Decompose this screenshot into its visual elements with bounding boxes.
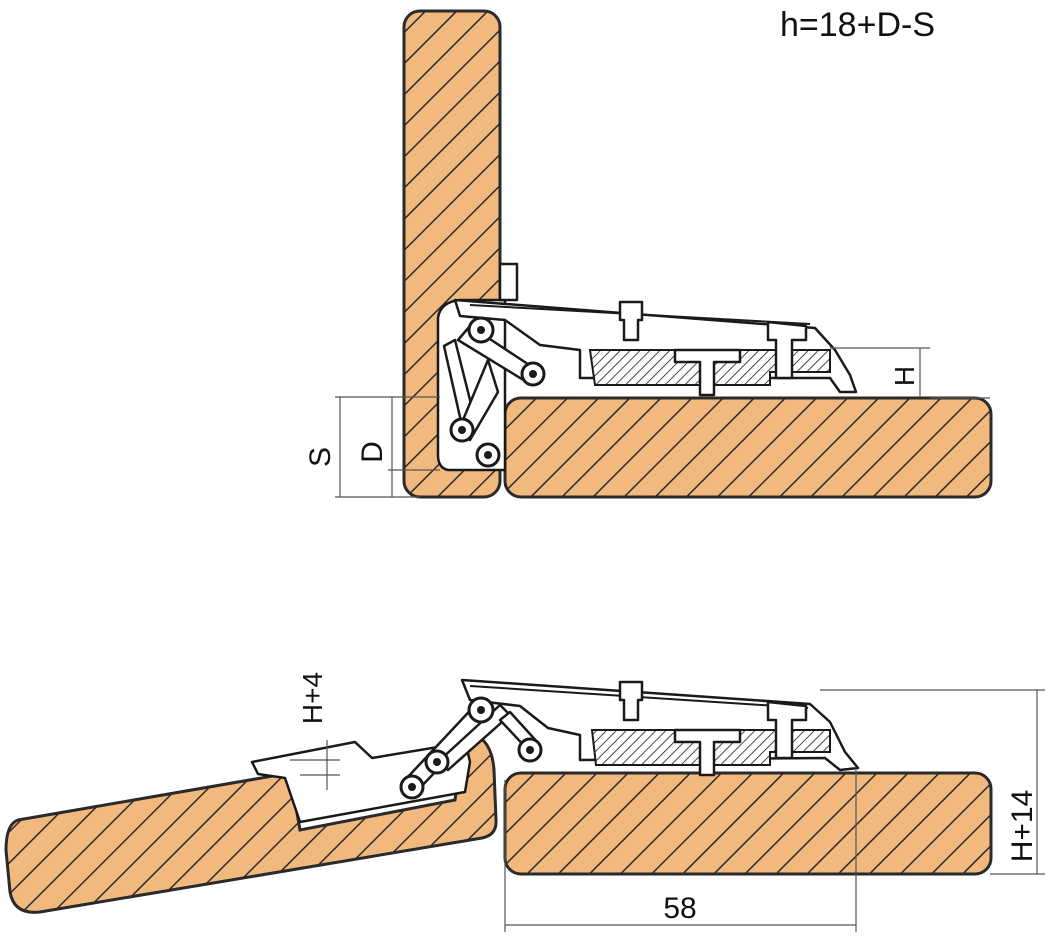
dimension-h14 bbox=[820, 689, 1045, 875]
cup-stop bbox=[498, 262, 519, 302]
label-s: S bbox=[304, 447, 337, 467]
open-hinge-view: H+4 H+14 58 bbox=[4, 672, 1045, 932]
label-h4: H+4 bbox=[297, 672, 328, 724]
dimension-58 bbox=[504, 770, 857, 932]
pivot-pin-center bbox=[526, 746, 534, 754]
label-58: 58 bbox=[663, 892, 696, 925]
label-d: D bbox=[356, 441, 389, 463]
pivot-pin-center bbox=[477, 326, 485, 334]
cabinet-panel-bottom bbox=[503, 771, 993, 876]
label-h14: H+14 bbox=[1006, 790, 1039, 863]
rear-screw bbox=[766, 320, 808, 380]
pivot-pin-center bbox=[408, 783, 416, 791]
cabinet-panel-top bbox=[503, 396, 993, 499]
formula-label: h=18+D-S bbox=[780, 6, 935, 44]
pivot-pin-center bbox=[433, 758, 441, 766]
dimension-h4 bbox=[290, 740, 340, 790]
top-screw-open bbox=[618, 680, 644, 722]
pivot-pin-center bbox=[529, 370, 537, 378]
dimension-h bbox=[830, 347, 990, 399]
dimension-s-d bbox=[335, 396, 440, 498]
adjust-screw-open bbox=[673, 728, 742, 777]
pivot-pin-center bbox=[458, 426, 466, 434]
rear-screw-open bbox=[766, 700, 808, 760]
adjust-screw bbox=[673, 348, 742, 397]
closed-hinge-view: H S D bbox=[304, 9, 993, 499]
pivot-pin-center bbox=[477, 706, 485, 714]
pivot-pin-center bbox=[484, 451, 492, 459]
label-h: H bbox=[889, 366, 920, 386]
top-screw bbox=[618, 300, 644, 342]
hinge-link-open-2 bbox=[438, 703, 512, 772]
